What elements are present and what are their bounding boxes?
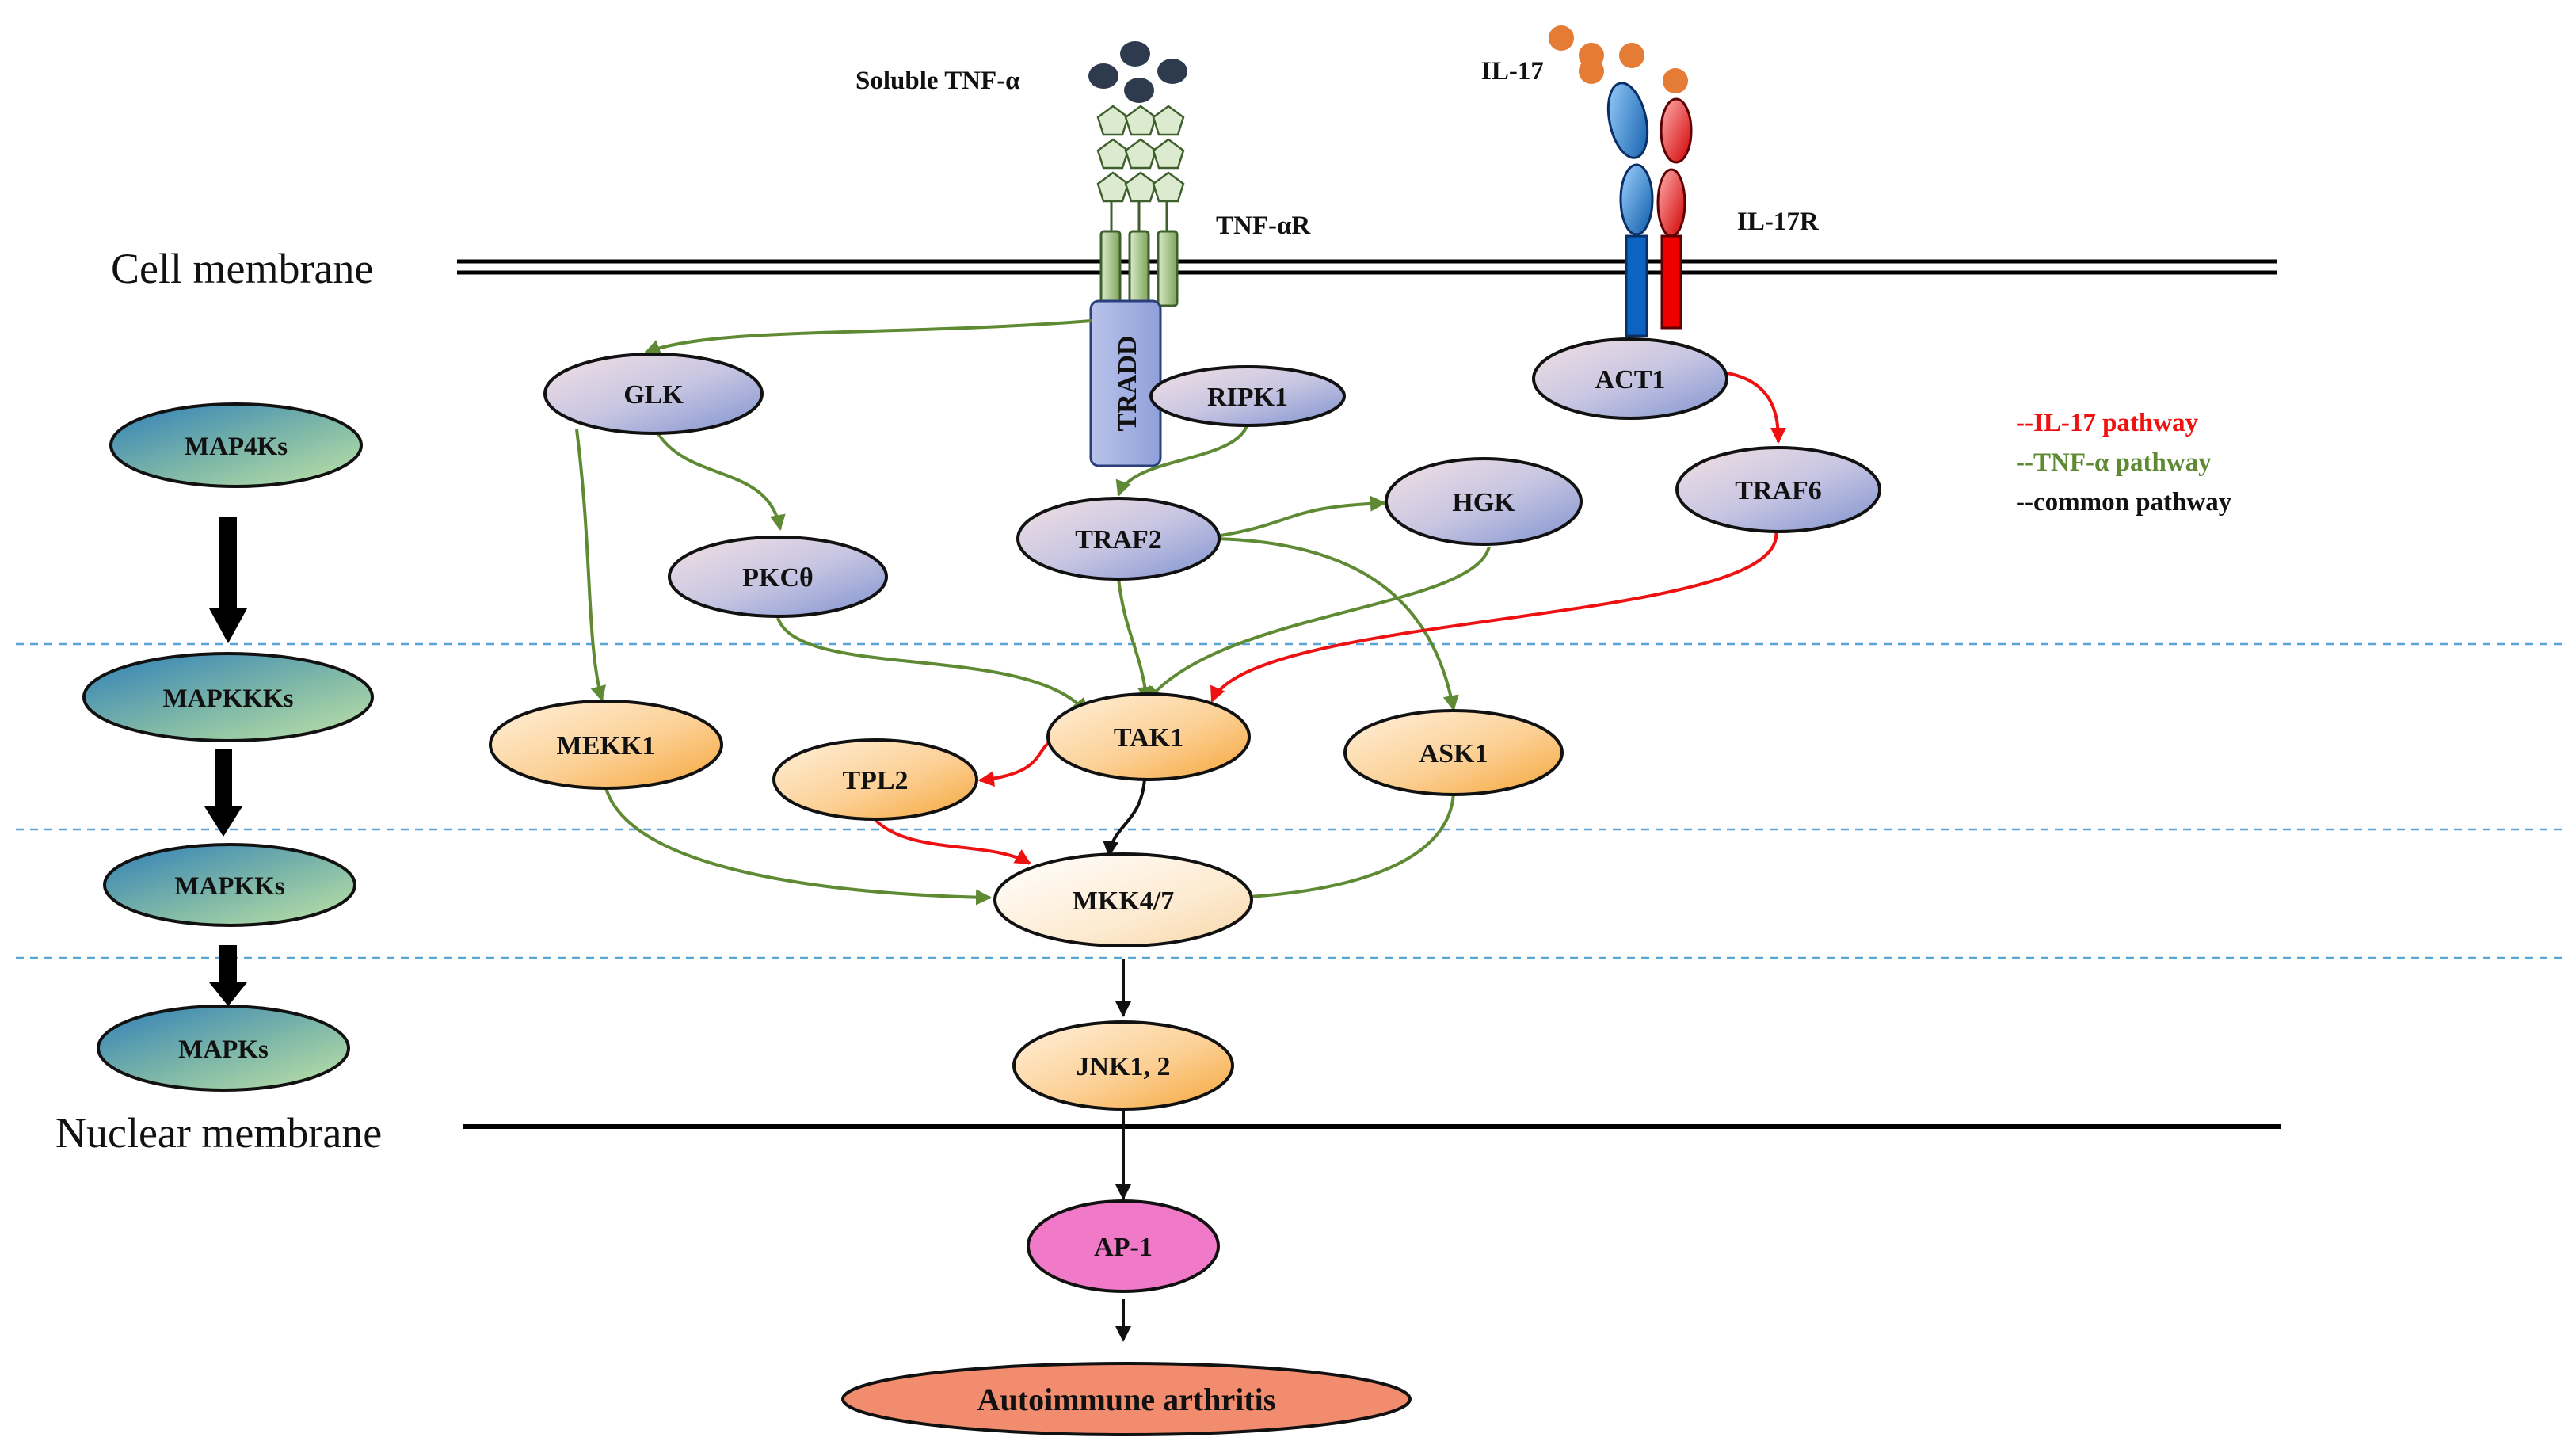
il17-ligand-dots [1579,43,1644,84]
edge-ripk1-traf2 [1115,423,1249,497]
node-ripk1-label: RIPK1 [1207,383,1288,412]
tier-arrow-1-shaft [219,517,237,610]
node-ap1-label: AP-1 [1094,1233,1153,1262]
legend-il17: --IL-17 pathway [2016,409,2199,437]
node-mkk-label: MKK4/7 [1073,886,1174,916]
node-hgk [1385,457,1583,546]
nodes: GLK RIPK1 ACT1 TRAF6 TRAF2 HGK PKCθ MEKK… [489,337,1881,1436]
edge-ask1-mkk [1230,791,1455,906]
tier-arrow-3-shaft [219,945,237,985]
node-outcome-label: Autoimmune arthritis [977,1382,1276,1417]
il17r-red-oval-bottom [1656,168,1686,238]
node-jnk-label: JNK1, 2 [1077,1052,1171,1081]
edge-mekk1-mkk [604,787,992,906]
node-jnk [1012,1020,1234,1111]
tier-mapkks-label: MAPKKs [174,872,284,901]
node-traf2 [1016,497,1221,581]
tier-mapkks [103,843,356,927]
node-glk-label: GLK [623,380,684,410]
node-traf6-label: TRAF6 [1735,476,1822,505]
legend: --IL-17 pathway --TNF-α pathway --common… [2016,409,2232,517]
node-act1 [1532,337,1728,420]
il17r-blue-oval-bottom [1619,163,1654,236]
il17r-blue-stalk [1625,234,1648,337]
tier-arrows [204,517,247,1006]
tnf-receptor-label: TNF-αR [1216,212,1311,240]
edge-glk-mekk1 [575,429,606,702]
nuclear-membrane-label: Nuclear membrane [55,1109,382,1157]
edges [575,319,1786,1342]
edge-traf2-hgk [1215,495,1386,538]
receptor-pentagons [1096,105,1185,203]
tier-column: MAP4Ks MAPKKKs MAPKKs MAPKs [82,402,374,1092]
edge-glk-pkc [656,431,786,531]
tnf-ligand [1088,41,1187,103]
node-mekk1 [489,700,723,790]
node-tak1-label: TAK1 [1114,723,1183,753]
tier-separators [16,642,2566,959]
il17-ligand-label: IL-17 [1481,57,1544,86]
il17r-red-oval-top [1660,97,1693,164]
edge-tak1-mkk [1103,779,1146,857]
tier-arrow-2-head [204,806,242,837]
tnf-ligand-label: Soluble TNF-α [855,67,1020,95]
edge-traf2-tak1 [1117,578,1153,703]
tier-mapkkks-label: MAPKKKs [163,684,294,713]
edge-act1-traf6 [1722,371,1786,444]
cell-membrane-label: Cell membrane [111,245,373,292]
tnf-receptor-stalk [1128,230,1150,307]
tier-mapks [97,1005,350,1092]
cell-membrane [457,259,2277,275]
edge-hgk-tak1 [1145,546,1491,703]
tier-arrow-3-head [209,982,247,1006]
node-pkc-label: PKCθ [742,563,814,593]
il17-receptor [1606,82,1693,337]
legend-common: --common pathway [2016,488,2232,517]
tradd-label: TRADD [1113,336,1142,432]
node-mekk1-label: MEKK1 [557,731,656,761]
node-ask1-label: ASK1 [1419,739,1488,768]
tier-mapks-label: MAPKs [178,1035,269,1064]
node-tpl2-label: TPL2 [842,766,908,795]
tnf-receptor [1096,105,1185,307]
tnf-receptor-stalk [1099,230,1122,307]
legend-tnf: --TNF-α pathway [2016,448,2212,477]
node-act1-label: ACT1 [1595,365,1666,395]
tier-arrow-2-shaft [215,749,232,808]
node-tak1 [1046,692,1251,781]
tier-mapkkks [82,652,374,742]
edge-tpl2-mkk [874,818,1031,865]
il17-receptor-label: IL-17R [1737,208,1820,236]
node-ripk1 [1149,365,1346,427]
il17r-blue-oval-top [1606,82,1649,159]
il17r-red-stalk [1660,234,1682,330]
tier-map4ks [109,402,363,488]
edge-pkc-tak1 [776,617,1088,715]
node-pkc [668,536,888,618]
edge-traf2-ask1 [1215,537,1459,711]
node-traf6 [1675,446,1881,533]
tier-arrow-1-head [209,608,247,643]
tnf-receptor-stalk [1157,230,1179,307]
node-hgk-label: HGK [1452,488,1515,517]
node-ap1 [1027,1199,1220,1293]
node-outcome [841,1362,1412,1436]
node-glk [543,353,764,435]
node-tpl2 [772,738,978,821]
edge-traf6-tak1 [1210,530,1778,703]
node-mkk [993,852,1253,947]
node-ask1 [1343,709,1564,796]
edge-tradd-glk [644,319,1092,355]
node-traf2-label: TRAF2 [1075,525,1162,555]
tier-map4ks-label: MAP4Ks [185,433,288,461]
